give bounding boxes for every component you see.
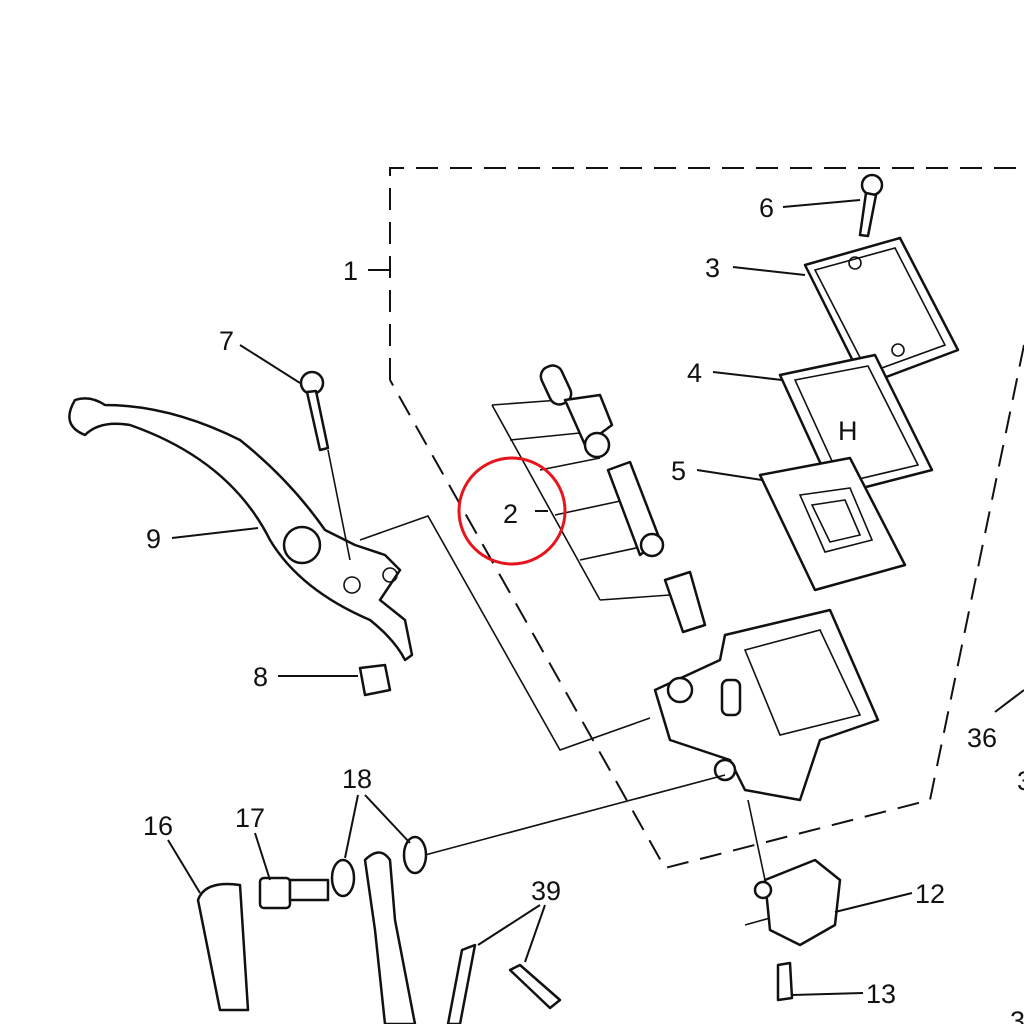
screw-13 [776,961,794,1002]
assembly-boundary [389,167,1024,870]
assembly-line [359,515,651,751]
piston-kit [491,364,707,634]
screw-6 [858,173,884,238]
callout-2: 2 [503,499,518,529]
callout-5: 5 [671,456,686,486]
callout-12: 12 [915,879,945,909]
callout-4: 4 [687,358,702,388]
callout-18: 18 [342,764,372,794]
callout-17: 17 [235,803,265,833]
reservoir-cover [803,236,960,387]
callout-8: 8 [253,662,268,692]
cover-mark: H [838,416,858,446]
brake-switch [744,858,842,947]
leader-lines [167,199,1024,996]
callout-3: 3 [705,253,720,283]
brake-lever [68,397,414,662]
master-cylinder-body [653,608,880,802]
callout-9: 9 [146,524,161,554]
callout-36: 36 [967,723,997,753]
nut-8 [358,663,392,697]
assembly-line [747,799,766,881]
diaphragm-plate: H [778,353,934,497]
callout-16: 16 [143,811,173,841]
callout-7: 7 [219,326,234,356]
callout-3-edge: 3 [1017,766,1024,796]
callout-1: 1 [343,256,358,286]
callout-39: 39 [531,876,561,906]
highlight-circle [457,456,567,566]
banjo-fittings [196,774,726,1024]
pivot-bolt-7 [299,370,330,452]
callout-3-bottom: 3 [1010,1006,1024,1024]
diaphragm [758,456,907,592]
callout-13: 13 [866,979,896,1009]
callout-6: 6 [759,193,774,223]
assembly-line [327,449,351,561]
